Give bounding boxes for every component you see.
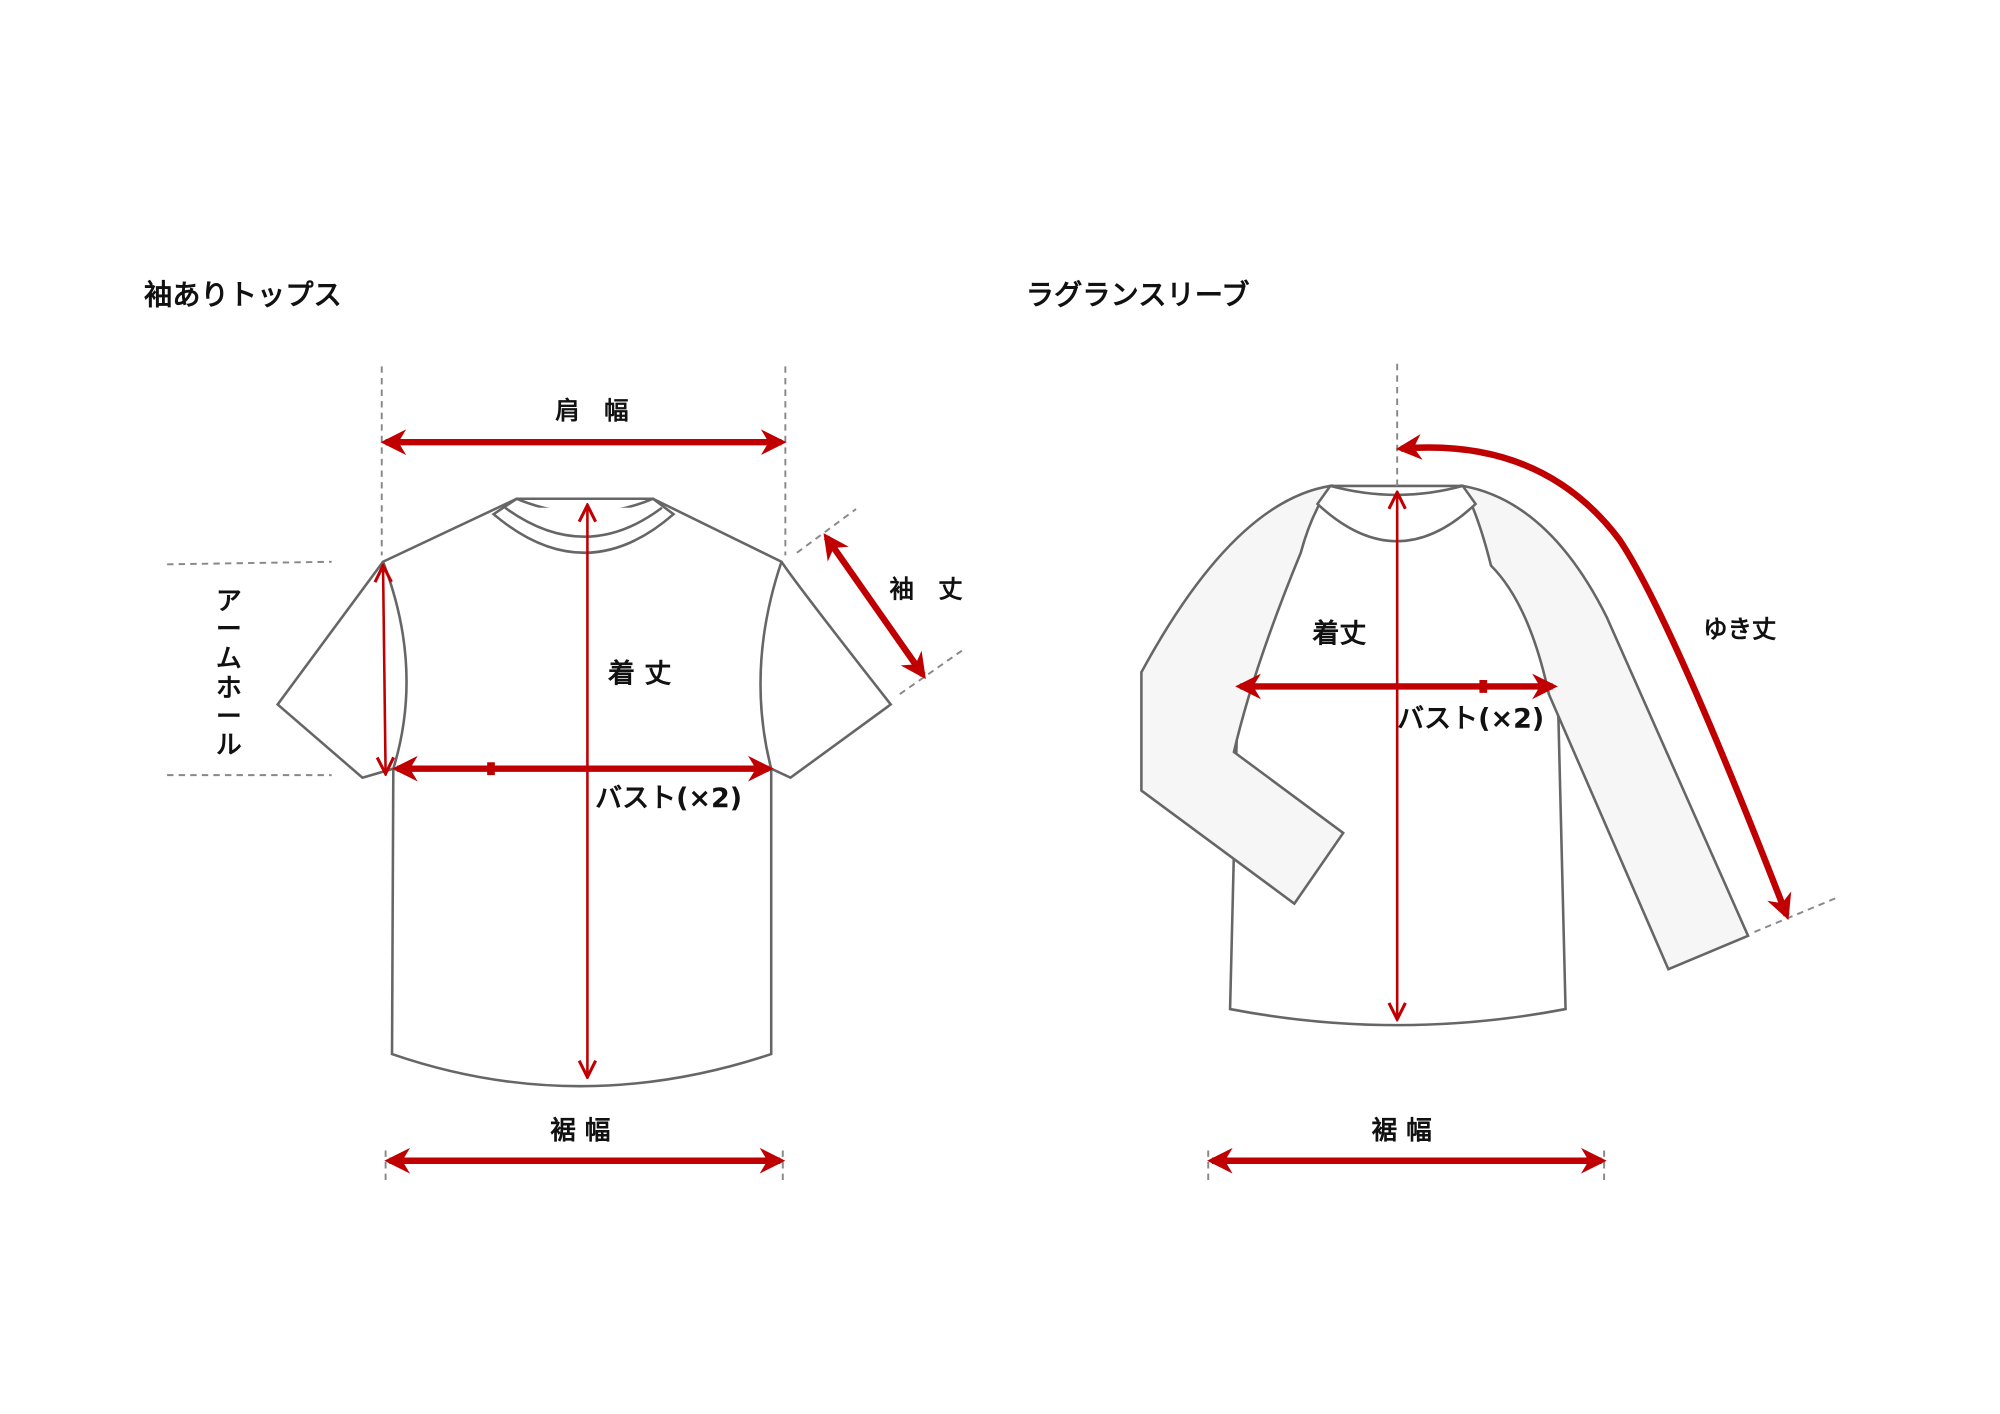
- svg-text:ホ: ホ: [216, 674, 242, 704]
- armhole-label: ア ー ム ホ ー ル: [216, 586, 242, 760]
- tshirt-drawing: [275, 497, 893, 1088]
- armhole-arrow: [383, 566, 386, 774]
- length-label: 着 丈: [607, 658, 671, 690]
- raglan-hem-width-label: 裾 幅: [1371, 1116, 1431, 1146]
- svg-text:ー: ー: [216, 702, 242, 732]
- yuki-length-label: ゆき丈: [1703, 615, 1777, 644]
- tshirt-diagram: 袖ありトップス 肩 幅 袖 丈 ア ー ム ホ ー ル: [144, 279, 965, 1181]
- shoulder-width-label: 肩 幅: [555, 396, 628, 425]
- sleeve-length-label: 袖 丈: [889, 575, 963, 604]
- svg-text:ー: ー: [216, 615, 242, 645]
- yuki-length-arrow: [1395, 434, 1792, 921]
- svg-text:ル: ル: [216, 730, 242, 760]
- raglan-bust-label: バスト(×2): [1397, 704, 1544, 735]
- tshirt-title: 袖ありトップス: [144, 279, 342, 312]
- sleeve-length-arrow: [823, 533, 926, 680]
- svg-text:ア: ア: [216, 586, 242, 616]
- raglan-drawing: [1140, 484, 1750, 1027]
- raglan-diagram: ラグランスリーブ 着丈 バスト(×2) ゆき丈 裾 幅: [1026, 279, 1839, 1181]
- svg-text:ム: ム: [216, 644, 242, 674]
- raglan-title: ラグランスリーブ: [1026, 279, 1250, 312]
- hem-width-label: 裾 幅: [550, 1116, 610, 1146]
- raglan-length-label: 着丈: [1311, 618, 1366, 650]
- bust-label: バスト(×2): [595, 783, 742, 814]
